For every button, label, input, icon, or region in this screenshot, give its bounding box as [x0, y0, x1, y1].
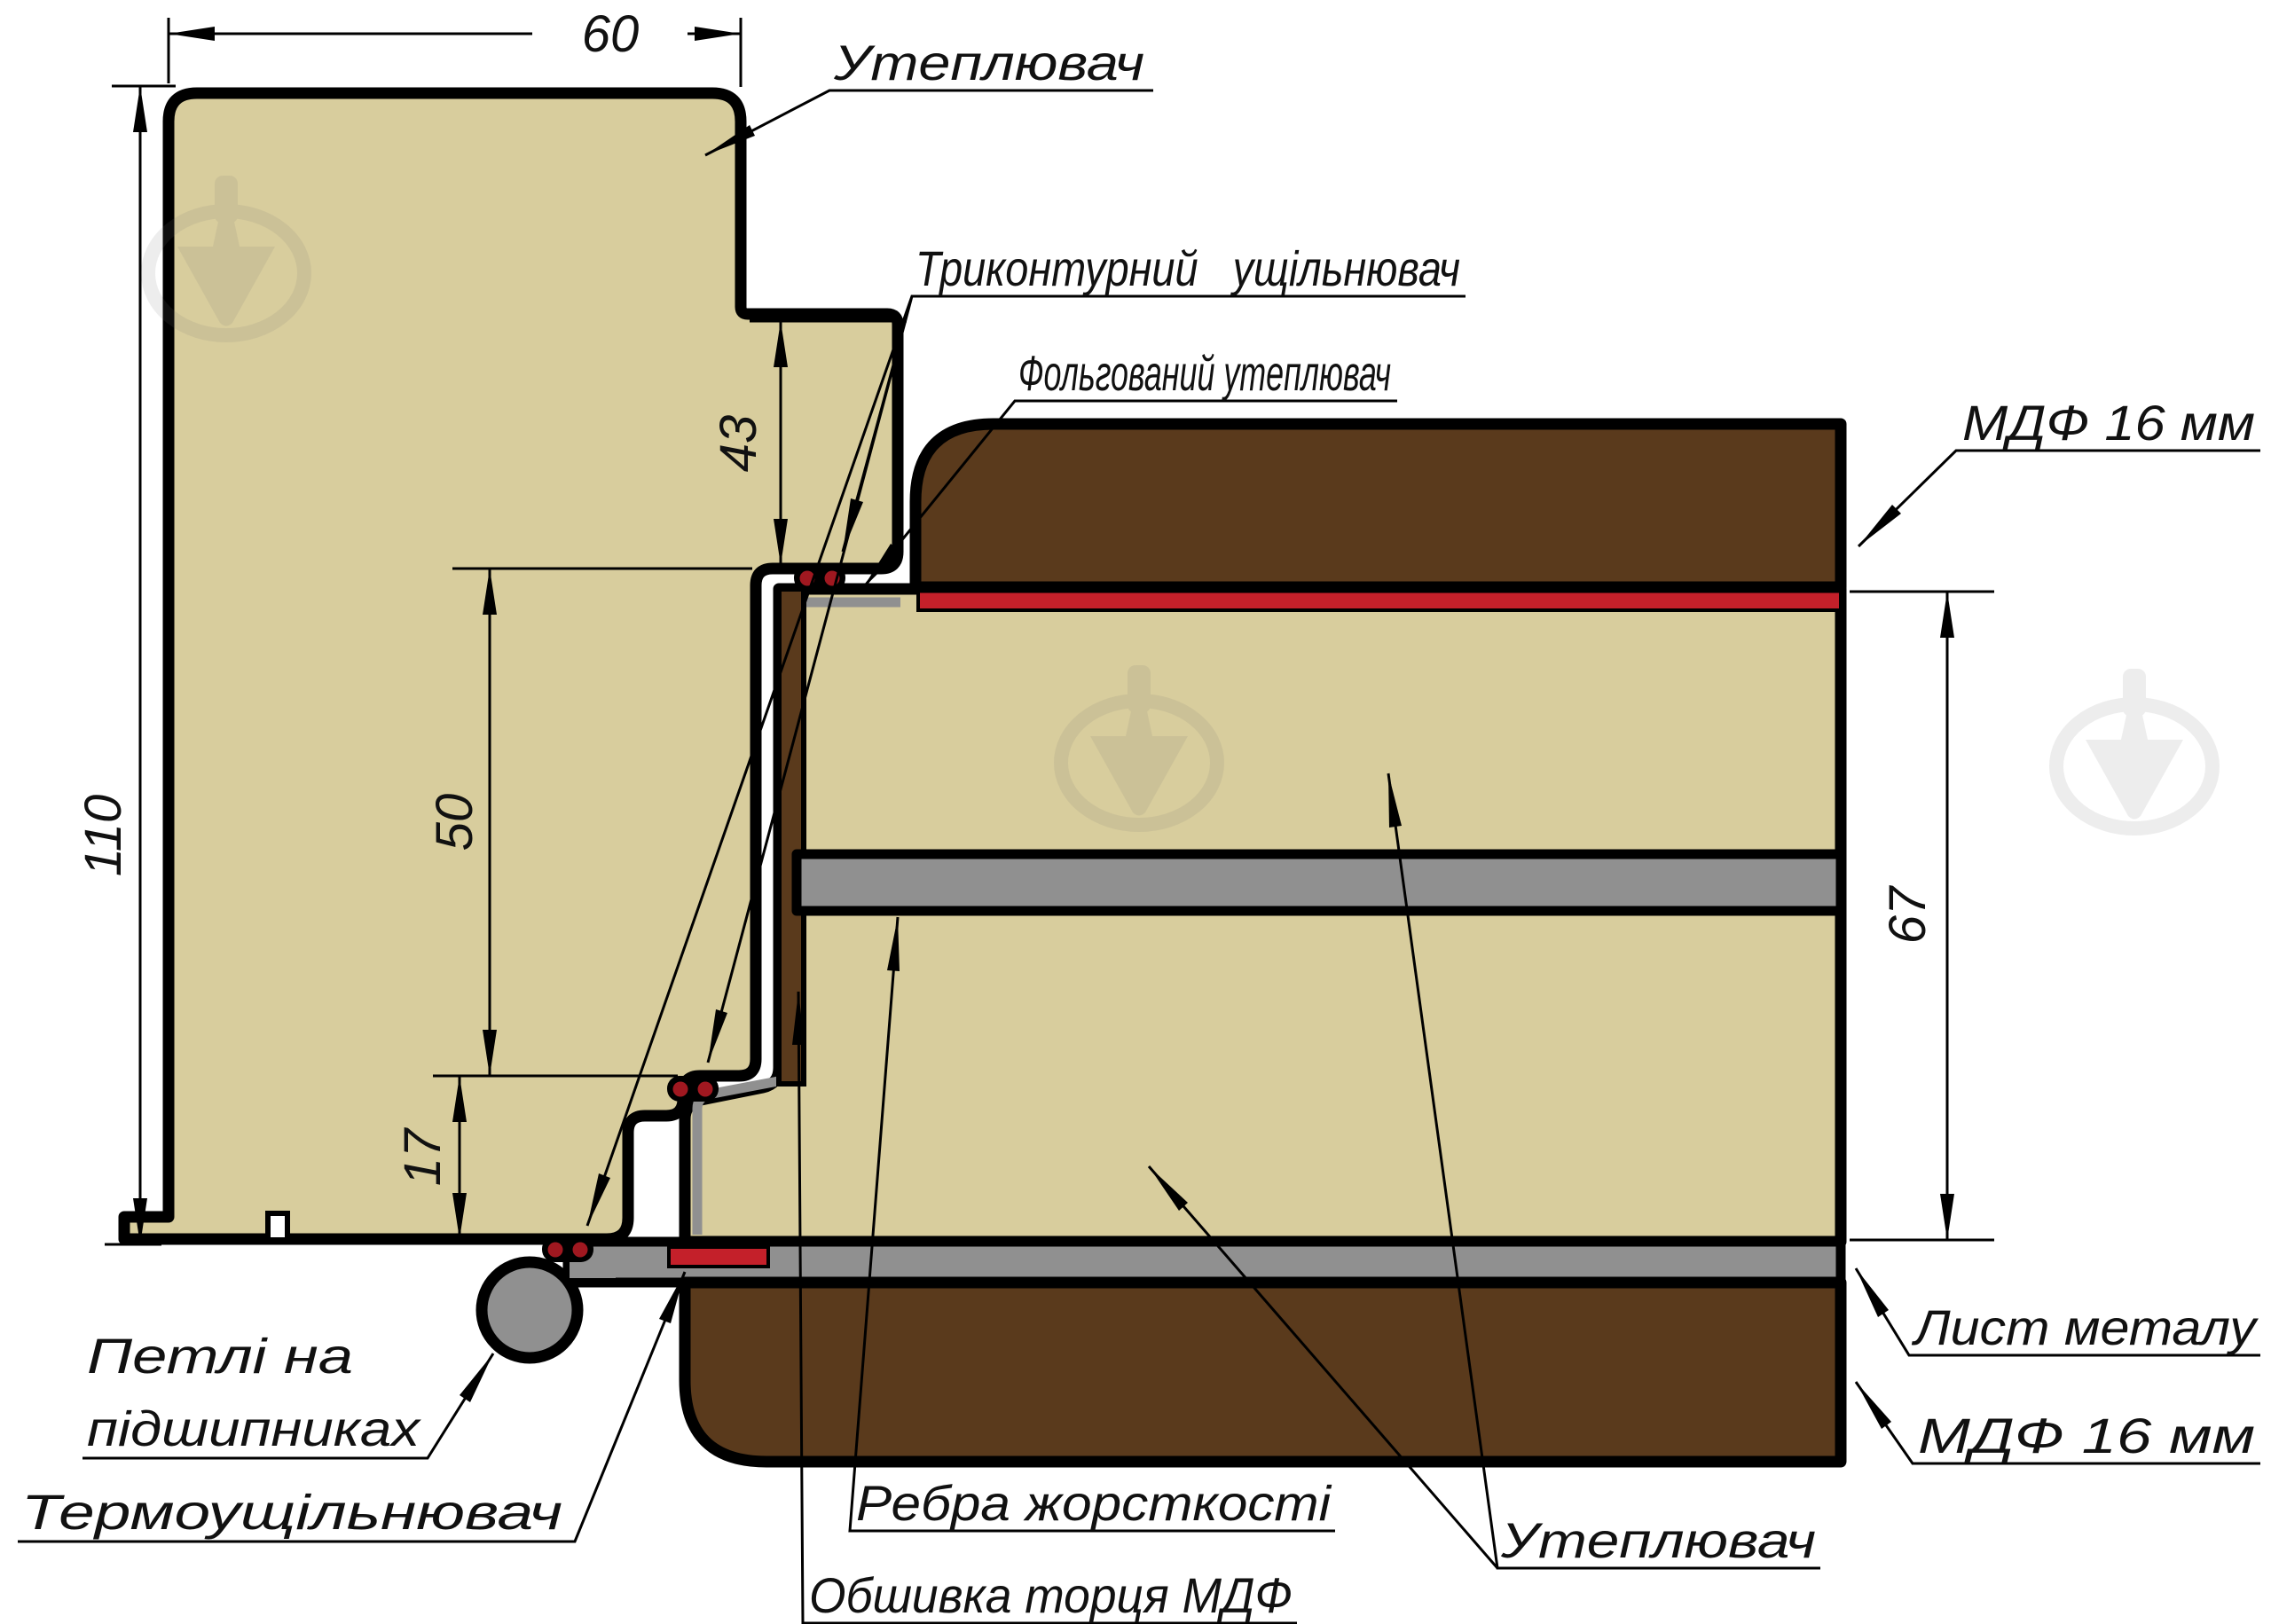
label-foil-insulation: Фольгований утеплювач: [1018, 345, 1391, 401]
leader-arrow: [1858, 505, 1901, 546]
dim-arrow: [133, 1198, 147, 1244]
label-triple-contour-seal: Триконтурний ущільнювач: [915, 240, 1460, 296]
dim-43-value: 43: [710, 415, 767, 473]
dim-arrow: [1940, 592, 1954, 638]
leader-arrow: [887, 917, 900, 971]
dim-17-value: 17: [394, 1126, 452, 1186]
dim-arrow: [774, 321, 788, 367]
dim-arrow: [133, 86, 147, 132]
label-insulation-top: Утеплювач: [833, 35, 1144, 90]
leader-arrow: [460, 1353, 493, 1402]
label-hinges-line1: Петлі на: [87, 1328, 353, 1384]
dim-arrow: [452, 1193, 467, 1239]
dim-arrow: [1940, 1194, 1954, 1240]
dim-arrow: [452, 1076, 467, 1122]
dim-50-value: 50: [426, 794, 483, 851]
label-mdf-top: МДФ 16 мм: [1962, 395, 2255, 451]
contour-seal-3: [542, 1236, 593, 1262]
contour-seal-2: [667, 1076, 719, 1102]
leader-arrow: [843, 498, 863, 552]
leader-arrow: [1149, 1166, 1188, 1211]
label-end-cladding-mdf: Обшивка торця МДФ: [809, 1567, 1293, 1623]
dimension-110: 110: [75, 84, 176, 1246]
leaf-mdf-bottom-panel: [679, 1276, 1847, 1468]
dim-110-value: 110: [75, 795, 132, 876]
leader-arrow: [708, 1009, 727, 1063]
dimension-67: 67: [1850, 590, 1994, 1242]
door-frame: [118, 87, 904, 1245]
leader-arrow: [792, 992, 805, 1045]
thermal-seal-strip: [667, 1245, 770, 1268]
label-mdf-bottom: МДФ 16 мм: [1918, 1408, 2255, 1463]
door-leaf: [475, 418, 1847, 1468]
dimension-60: 60: [167, 5, 743, 87]
dim-arrow: [774, 519, 788, 565]
label-metal-sheet: Лист металу: [1912, 1299, 2259, 1355]
leader-arrow: [1388, 773, 1402, 828]
label-insulation-bottom: Утеплювач: [1500, 1512, 1816, 1568]
dim-arrow: [169, 27, 215, 41]
labels: Утеплювач Триконтурний ущільнювач Фольго…: [21, 35, 2259, 1623]
leader-arrow: [705, 125, 755, 155]
leaf-foil-insulation: [916, 589, 1843, 612]
dim-arrow: [695, 27, 741, 41]
dimension-17: 17: [394, 1076, 467, 1239]
dimension-43: 43: [710, 319, 907, 565]
label-hinges-line2: підшипниках: [87, 1400, 421, 1456]
label-stiffening-ribs: Ребра жорсткості: [856, 1475, 1332, 1531]
hinge-bearing: [475, 1256, 584, 1364]
leader-arrow: [1856, 1382, 1891, 1429]
frame-profile: [118, 87, 904, 1245]
contour-seal-1: [794, 565, 845, 591]
triple-contour-seals: [542, 565, 845, 1262]
leader-lines: [18, 89, 2260, 1624]
leader-arrow: [659, 1272, 685, 1323]
dim-arrow: [483, 1030, 497, 1076]
leader-arrow: [1856, 1268, 1889, 1317]
dimension-50: 50: [426, 567, 752, 1078]
leader-arrow: [587, 1173, 610, 1226]
leaf-stiffening-rib: [791, 849, 1846, 916]
leader-arrow: [862, 544, 900, 589]
watermark-logo: [2056, 669, 2212, 828]
label-thermal-seal: Термоущільнювач: [21, 1484, 562, 1540]
frame-joint-notch: [265, 1211, 290, 1243]
dim-67-value: 67: [1879, 884, 1937, 944]
dim-60-value: 60: [582, 5, 640, 63]
dim-arrow: [483, 569, 497, 615]
leaf-mdf-top-panel: [909, 418, 1847, 593]
